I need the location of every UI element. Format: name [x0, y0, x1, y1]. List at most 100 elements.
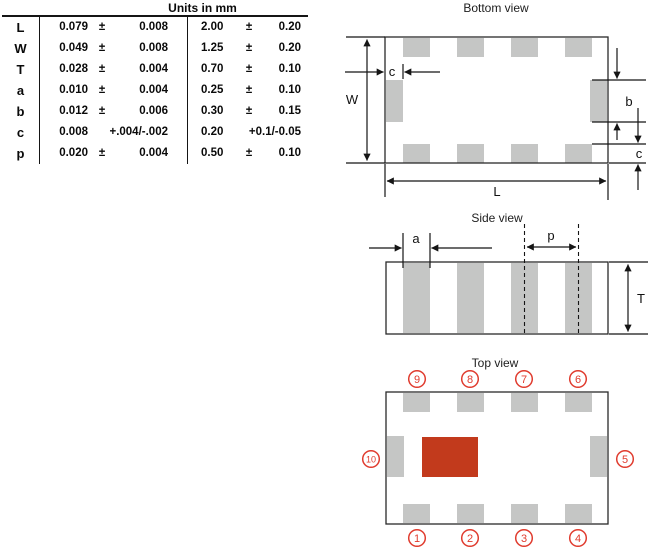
pin-label: 3	[521, 533, 527, 545]
dimension-L: L	[384, 164, 609, 200]
extension-lines	[609, 261, 648, 335]
pin-circle	[568, 528, 588, 548]
dim-symbol: b	[2, 101, 40, 122]
pin-number-6: 6	[568, 369, 588, 389]
mm-tolerance: 0.20	[278, 42, 301, 54]
inch-value: 0.012	[59, 105, 88, 117]
dim-label-c: c	[636, 146, 643, 161]
dim-label-W: W	[346, 92, 359, 107]
package-outline	[384, 36, 609, 164]
table-top-rule	[2, 15, 308, 17]
pin-number-10: 10	[361, 449, 381, 469]
dimension-W: W	[346, 36, 385, 164]
dim-label-p: p	[547, 228, 554, 243]
dim-symbol: T	[2, 59, 40, 80]
dimension-p: p	[526, 228, 577, 251]
mm-value: 2.00	[187, 17, 237, 38]
inch-value: 0.020	[59, 147, 88, 159]
terminal-pad	[403, 144, 430, 163]
pin-number-1: 1	[407, 528, 427, 548]
inch-tolerance: 0.008	[139, 42, 168, 54]
mm-value: 1.25	[187, 38, 237, 59]
pin-label: 6	[575, 374, 581, 386]
pin-label: 5	[622, 454, 628, 466]
terminal-pad	[511, 144, 538, 163]
terminal-pad	[511, 393, 538, 412]
pin-label: 10	[366, 455, 376, 465]
table-row: p 0.020 ± 0.004 0.50 ± 0.10	[2, 143, 301, 164]
mm-plusminus: ±	[245, 21, 253, 33]
terminal-pad	[511, 504, 538, 523]
dim-label-b: b	[625, 94, 632, 109]
terminal-pad	[457, 144, 484, 163]
pin-number-9: 9	[407, 369, 427, 389]
pin-label: 1	[414, 533, 420, 545]
terminal-pad	[565, 38, 592, 57]
pin-circle	[407, 528, 427, 548]
dimension-b: b	[592, 48, 646, 140]
table-row: a 0.010 ± 0.004 0.25 ± 0.10	[2, 80, 301, 101]
terminal-band	[403, 263, 430, 333]
mm-tolerance: 0.20	[278, 21, 301, 33]
package-outline	[385, 391, 609, 525]
side-view-diagram: Side view a p	[369, 211, 648, 335]
inch-plusminus: ±	[98, 63, 106, 75]
inch-tolerance: +.004/-.002	[109, 126, 168, 138]
pin-label: 2	[467, 533, 473, 545]
table-row: c 0.008 +.004/-.002 0.20 +0.1/-0.05	[2, 122, 301, 143]
mm-plusminus: ±	[245, 63, 253, 75]
inch-tolerance: 0.006	[139, 105, 168, 117]
table-row: L 0.079 ± 0.008 2.00 ± 0.20	[2, 17, 301, 38]
terminal-pad	[403, 38, 430, 57]
mm-plusminus: ±	[245, 105, 253, 117]
inch-value: 0.079	[59, 21, 88, 33]
table-row: b 0.012 ± 0.006 0.30 ± 0.15	[2, 101, 301, 122]
table-row: W 0.049 ± 0.008 1.25 ± 0.20	[2, 38, 301, 59]
pin-number-4: 4	[568, 528, 588, 548]
pin-circle	[407, 369, 427, 389]
terminal-pad	[457, 504, 484, 523]
dimensions-table: L 0.079 ± 0.008 2.00 ± 0.20 W 0.049 ± 0.…	[2, 17, 301, 164]
dimension-c-right: c	[592, 108, 646, 190]
terminal-band	[457, 263, 484, 333]
pin-number-2: 2	[460, 528, 480, 548]
marking-rectangle	[422, 437, 478, 477]
inch-plusminus: ±	[98, 84, 106, 96]
terminal-pad	[590, 80, 607, 122]
pin-circle	[568, 369, 588, 389]
inch-plusminus: ±	[98, 147, 106, 159]
dimension-a: a	[369, 231, 492, 268]
terminal-pad	[565, 504, 592, 523]
terminal-pad	[386, 80, 403, 122]
inch-plusminus: ±	[98, 42, 106, 54]
pin-circle	[615, 449, 635, 469]
inch-value: 0.008	[59, 126, 88, 138]
dim-label-c: c	[389, 64, 396, 79]
extension-lines	[592, 79, 646, 123]
pitch-centerlines	[523, 224, 580, 334]
inch-tolerance: 0.008	[139, 21, 168, 33]
side-view-title: Side view	[471, 211, 523, 225]
terminal-pad	[403, 393, 430, 412]
inch-plusminus: ±	[98, 105, 106, 117]
pin-numbers: 1 2 3 4 5	[361, 369, 635, 548]
inch-tolerance: 0.004	[139, 147, 168, 159]
inch-tolerance: 0.004	[139, 63, 168, 75]
pin-label: 8	[467, 374, 473, 386]
pin-number-8: 8	[460, 369, 480, 389]
pin-circle	[460, 369, 480, 389]
mm-tolerance: 0.10	[278, 84, 301, 96]
pin-label: 7	[521, 374, 527, 386]
extension-lines	[402, 233, 431, 268]
extension-lines	[384, 164, 609, 200]
bottom-view-title: Bottom view	[463, 1, 529, 15]
dim-label-T: T	[637, 291, 645, 306]
dim-label-L: L	[493, 184, 500, 199]
terminal-pad	[511, 38, 538, 57]
mm-tolerance: 0.15	[278, 105, 301, 117]
terminal-pad	[403, 504, 430, 523]
mm-tolerance: 0.10	[278, 147, 301, 159]
pin-number-7: 7	[514, 369, 534, 389]
